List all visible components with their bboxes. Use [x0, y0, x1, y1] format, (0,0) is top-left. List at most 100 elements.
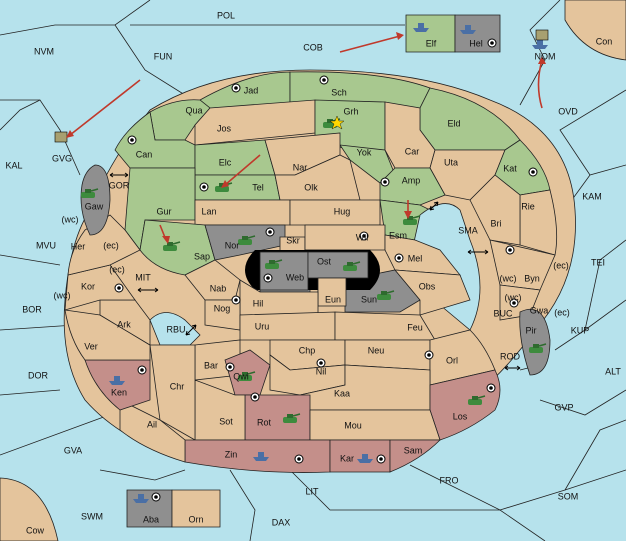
territory-Can[interactable]: [114, 111, 196, 169]
label-NOM: NOM: [535, 51, 556, 61]
label-Sot: Sot: [219, 416, 233, 426]
label-Ost: Ost: [317, 256, 332, 266]
territory-Rot[interactable]: [244, 394, 311, 441]
army-unit: [343, 261, 361, 271]
label-Ken: Ken: [111, 387, 127, 397]
label-BOR: BOR: [22, 304, 42, 314]
strait-markers: [109, 172, 521, 371]
label-GVG: GVG: [52, 153, 72, 163]
label-Aba: Aba: [143, 514, 159, 524]
territory-Eun-box[interactable]: [317, 277, 347, 307]
territory-Elc[interactable]: [194, 139, 276, 176]
label-Gur: Gur: [156, 206, 171, 216]
label-POL: POL: [217, 10, 235, 20]
territory-Rie[interactable]: [519, 189, 558, 256]
label-ec3: (ec): [109, 264, 125, 274]
label-Yok: Yok: [357, 147, 372, 157]
label-TEI: TEI: [591, 257, 605, 267]
label-Hel: Hel: [469, 38, 483, 48]
label-Qwi: Qwi: [233, 371, 249, 381]
territory-Los[interactable]: [429, 369, 501, 441]
label-Nor: Nor: [225, 240, 240, 250]
army-unit: [163, 241, 181, 251]
label-Hug: Hug: [334, 206, 351, 216]
label-SOM: SOM: [558, 491, 579, 501]
map-labels: POL NVM FUN COB Elf Hel NOM Con OVD KAL …: [5, 10, 621, 535]
territory-Obs[interactable]: [394, 269, 471, 316]
label-Bri: Bri: [491, 218, 502, 228]
territory-Gaw[interactable]: [80, 164, 111, 236]
territory-Orn[interactable]: [171, 489, 221, 528]
label-Jos: Jos: [217, 123, 232, 133]
territory-Bri[interactable]: [469, 174, 521, 246]
territory-Ver[interactable]: [64, 309, 151, 361]
label-Kar: Kar: [340, 453, 354, 463]
label-SMA: SMA: [458, 225, 478, 235]
territory-Wil[interactable]: [304, 224, 386, 251]
label-Cow: Cow: [26, 525, 45, 535]
territory-Qua[interactable]: [149, 99, 211, 141]
label-GOR: GOR: [109, 180, 130, 190]
label-ec2: (ec): [553, 260, 569, 270]
label-Nil: Nil: [316, 366, 327, 376]
label-Elf: Elf: [426, 38, 437, 48]
territory-Ail[interactable]: [119, 399, 186, 463]
army-unit: [265, 259, 283, 269]
label-Amp: Amp: [402, 175, 421, 185]
label-Nog: Nog: [214, 303, 231, 313]
label-Wil: Wil: [356, 232, 369, 242]
label-Bar: Bar: [204, 360, 218, 370]
label-Lan: Lan: [201, 206, 216, 216]
label-Byn: Byn: [524, 273, 540, 283]
label-Tel: Tel: [252, 182, 264, 192]
units: [54, 23, 549, 503]
label-Jad: Jad: [244, 85, 259, 95]
territory-Zin[interactable]: [184, 439, 331, 473]
label-NVM: NVM: [34, 46, 54, 56]
label-DOR: DOR: [28, 370, 49, 380]
label-Mel: Mel: [408, 253, 423, 263]
label-BUC: BUC: [493, 308, 513, 318]
label-KUP: KUP: [571, 325, 590, 335]
label-Ark: Ark: [117, 319, 131, 329]
label-Can: Can: [136, 149, 153, 159]
label-Kat: Kat: [503, 163, 517, 173]
fleet-unit: [460, 25, 476, 34]
territory-Sam[interactable]: [389, 439, 441, 473]
label-Sch: Sch: [331, 87, 347, 97]
territory-Her[interactable]: [67, 214, 141, 276]
label-Uru: Uru: [255, 321, 270, 331]
label-Feu: Feu: [407, 322, 423, 332]
label-Sam: Sam: [404, 445, 423, 455]
fleet-unit: [109, 376, 125, 385]
territory-Mou[interactable]: [309, 409, 441, 441]
army-unit-NOM: [535, 29, 549, 41]
order-arrows: [66, 32, 546, 244]
label-Mou: Mou: [344, 420, 362, 430]
label-Her: Her: [71, 241, 86, 251]
fleet-unit: [532, 40, 548, 49]
fleet-unit: [253, 452, 269, 461]
label-Rot: Rot: [257, 417, 272, 427]
label-GVA: GVA: [64, 445, 82, 455]
label-Grh: Grh: [343, 106, 358, 116]
territory-Nab[interactable]: [184, 259, 241, 301]
sea-inlet-west: [149, 312, 201, 346]
territory-Con[interactable]: [564, 0, 626, 61]
label-Neu: Neu: [368, 345, 385, 355]
army-unit: [377, 290, 395, 300]
label-Ail: Ail: [147, 419, 157, 429]
label-KAM: KAM: [582, 191, 602, 201]
territory-Web-box[interactable]: [259, 251, 309, 291]
label-COB: COB: [303, 42, 323, 52]
label-Sun: Sun: [361, 294, 377, 304]
territory-Pir[interactable]: [519, 308, 551, 376]
label-Orn: Orn: [188, 514, 203, 524]
label-OVD: OVD: [558, 106, 578, 116]
label-Nab: Nab: [210, 283, 227, 293]
army-unit: [529, 343, 547, 353]
army-unit-GVG: [54, 131, 68, 143]
army-unit: [238, 235, 256, 245]
army-unit: [468, 395, 486, 405]
